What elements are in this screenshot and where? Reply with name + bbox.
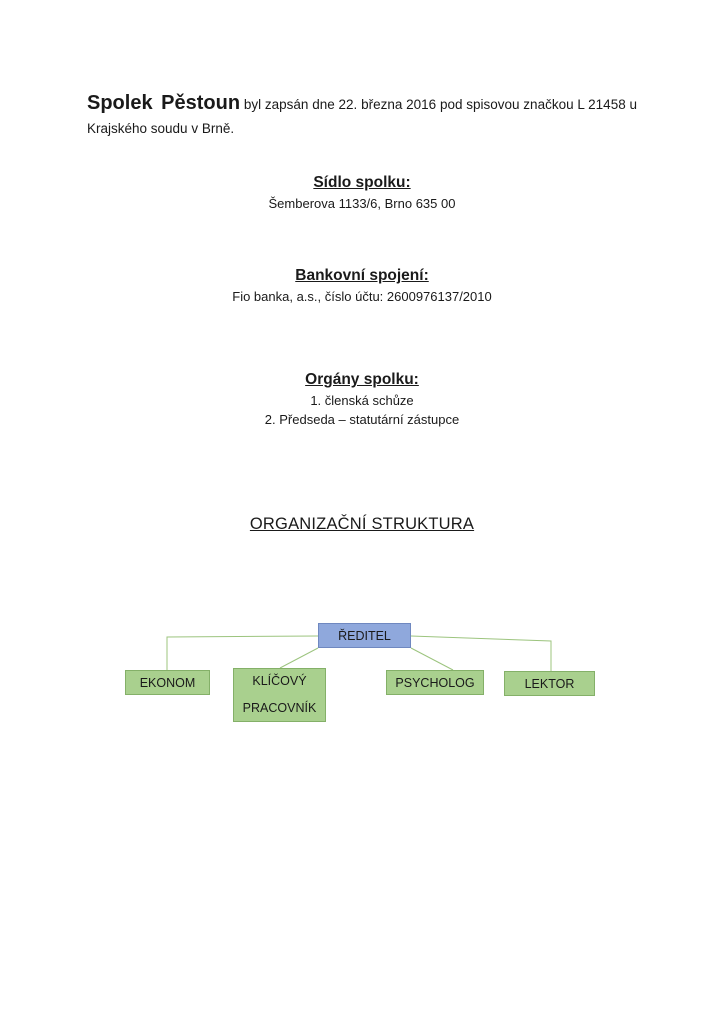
org-box-psycholog: PSYCHOLOG xyxy=(386,670,484,695)
bodies-item: 2. Předseda – statutární zástupce xyxy=(264,412,460,427)
org-box-label: PRACOVNÍK xyxy=(242,701,317,715)
organization-name: Spolek Pěstoun xyxy=(87,92,241,114)
org-box-lektor: LEKTOR xyxy=(504,671,595,696)
bodies-item: 1. členská schůze xyxy=(310,393,414,408)
seat-address: Šemberova 1133/6, Brno 635 00 xyxy=(268,196,456,211)
seat-section: Sídlo spolku: Šemberova 1133/6, Brno 635… xyxy=(0,172,724,213)
bodies-heading: Orgány spolku: xyxy=(305,371,419,388)
org-box-ekonom: EKONOM xyxy=(125,670,210,695)
connector-psycholog xyxy=(410,647,454,671)
structure-title: ORGANIZAČNÍ STRUKTURA xyxy=(249,515,475,533)
org-box-label: KLÍČOVÝ xyxy=(252,674,307,688)
intro-line-1: Spolek Pěstoun byl zapsán dne 22. března… xyxy=(87,88,637,118)
seat-heading: Sídlo spolku: xyxy=(313,174,411,191)
org-box-klicovy-pracovnik: KLÍČOVÝ PRACOVNÍK xyxy=(233,668,326,722)
bank-details: Fio banka, a.s., číslo účtu: 2600976137/… xyxy=(232,289,492,304)
registration-court: Krajského soudu v Brně. xyxy=(87,121,235,136)
registration-text: byl zapsán dne 22. března 2016 pod spiso… xyxy=(243,97,637,112)
bank-section: Bankovní spojení: Fio banka, a.s., číslo… xyxy=(0,265,724,306)
connector-ekonom xyxy=(166,635,319,670)
connector-lektor xyxy=(410,635,552,671)
connector-klicovy xyxy=(279,647,319,669)
bank-heading: Bankovní spojení: xyxy=(295,267,429,284)
org-box-director: ŘEDITEL xyxy=(318,623,411,648)
intro-paragraph: Spolek Pěstoun byl zapsán dne 22. března… xyxy=(87,88,637,144)
bodies-section: Orgány spolku: 1. členská schůze 2. Před… xyxy=(0,369,724,429)
